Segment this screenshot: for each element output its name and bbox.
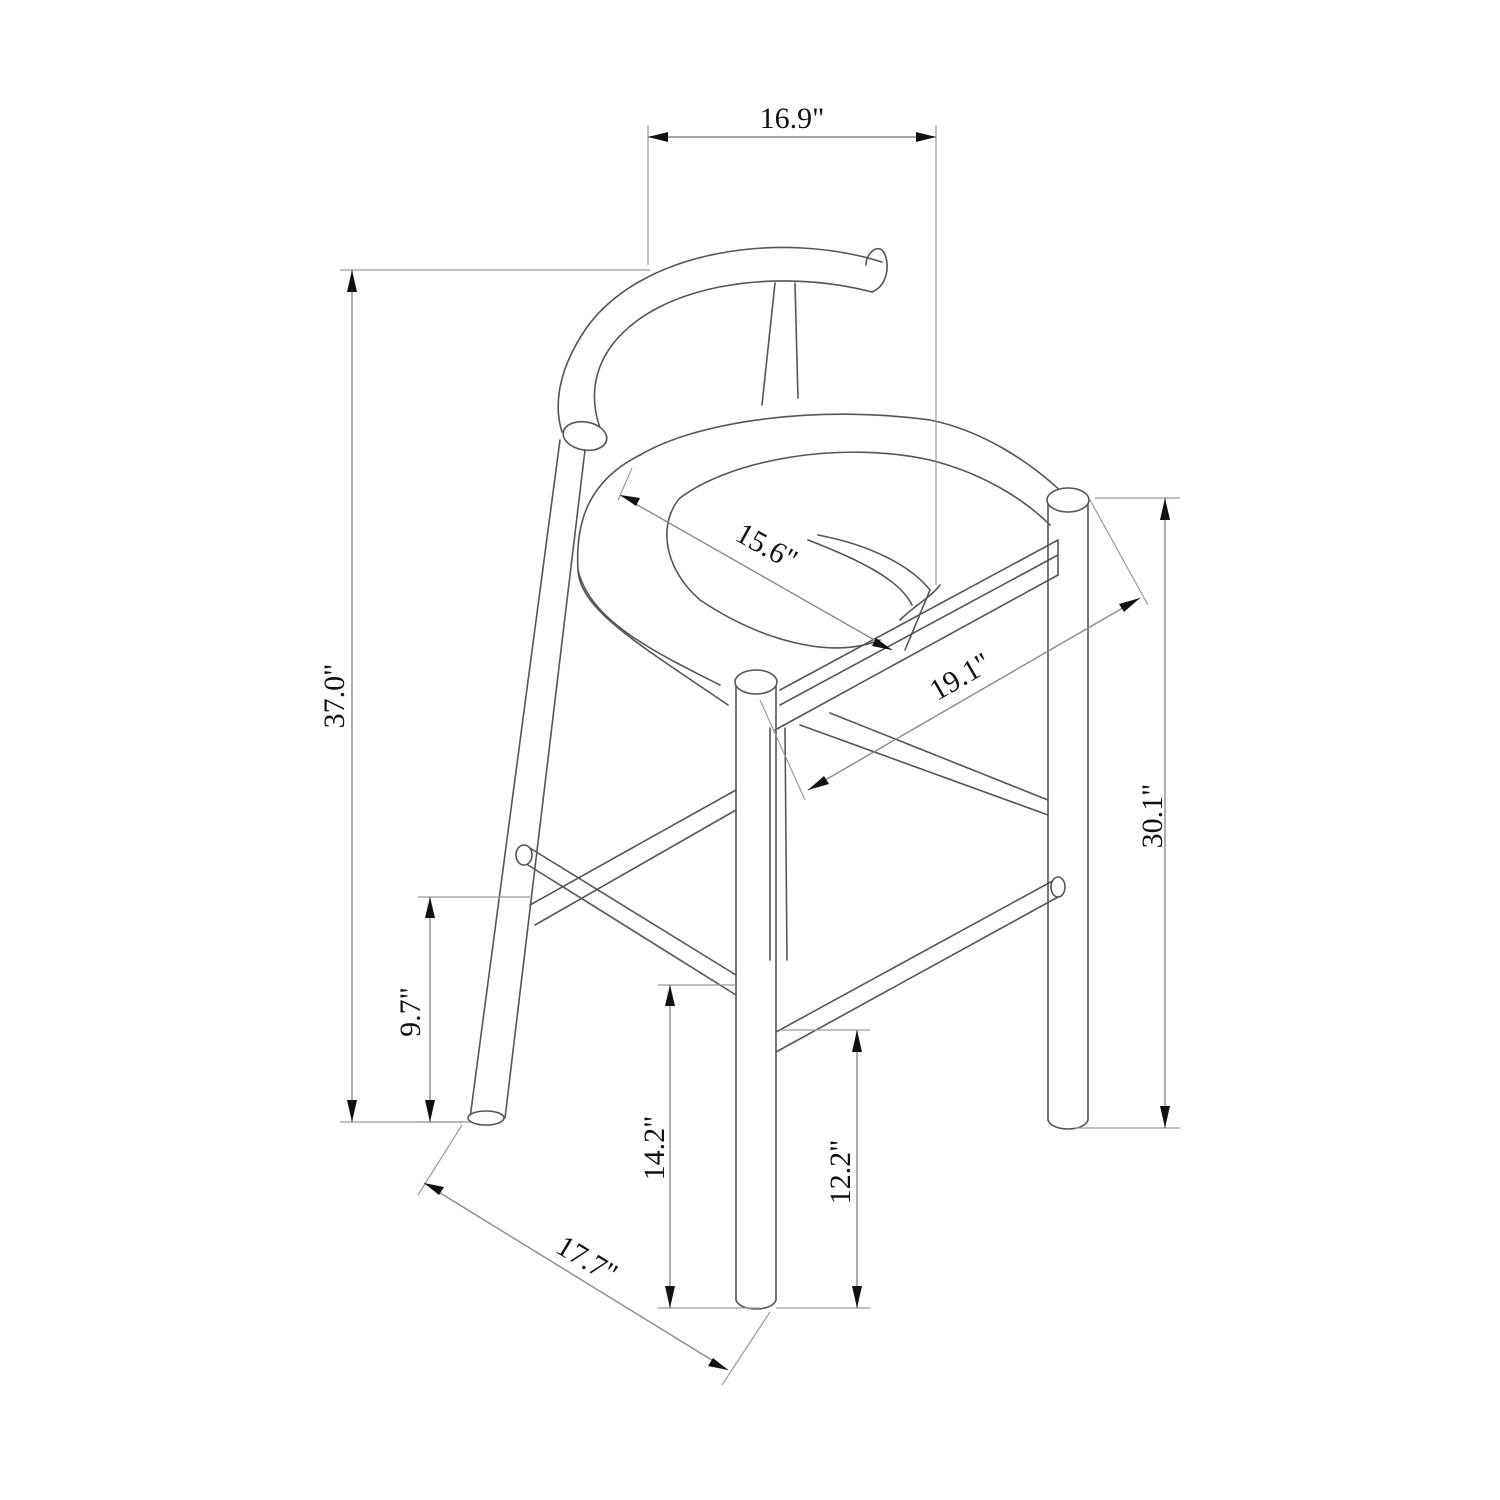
seat-inner-left (666, 497, 881, 649)
footrest-front-bot (775, 896, 1059, 1053)
seat-inner (679, 451, 1051, 526)
front-left-foot (735, 1299, 777, 1310)
front-left-leg (735, 681, 777, 1301)
front-right-leg-top (1046, 487, 1090, 513)
label-overall-height: 37.0" (318, 664, 351, 729)
seat-front-left (577, 569, 729, 706)
dimension-labels: 16.9" 37.0" 15.6" 19.1" 30.1" 9.7" 14.2"… (318, 102, 1169, 1291)
footrest-left-end (515, 844, 533, 866)
rear-left-leg (469, 439, 586, 1119)
label-seat-height: 30.1" (1136, 784, 1169, 849)
label-seat-width: 19.1" (924, 646, 997, 707)
backrest-left-end (562, 420, 608, 452)
footrest-left-top (524, 844, 737, 976)
seat-dip (899, 584, 941, 651)
front-left-leg-top (734, 669, 778, 695)
front-right-foot (1047, 1119, 1089, 1130)
label-base-depth: 17.7" (551, 1229, 623, 1291)
dimensions (340, 125, 1180, 1386)
front-right-leg (1047, 499, 1089, 1121)
stretcher-right-b (829, 712, 1049, 801)
label-side-footrest-height: 12.2" (824, 1140, 857, 1205)
seat-ridge (807, 534, 931, 606)
seat-outer (639, 413, 1071, 501)
label-front-footrest-height: 14.2" (638, 1116, 671, 1181)
rear-inner-leg (769, 727, 788, 961)
backrest-inner (593, 280, 873, 429)
footrest-front-end (1050, 876, 1066, 898)
footrest-front-top (775, 877, 1059, 1033)
stretcher-left-a (529, 789, 737, 906)
seat-front-rail-mid (779, 554, 1059, 706)
label-rear-footrest-height: 9.7" (394, 987, 427, 1037)
stretcher-left-b (534, 809, 737, 926)
backrest-outer (557, 246, 883, 433)
label-back-width: 16.9" (760, 102, 825, 135)
stretcher-right-a (799, 724, 1049, 816)
back-spindle (761, 282, 799, 406)
footrest-left-bot (527, 864, 737, 996)
backrest-end-cap (865, 247, 888, 293)
seat-front-rail-bot (774, 574, 1059, 731)
stool-drawing (467, 246, 1090, 1310)
rear-left-foot (467, 1110, 505, 1126)
label-seat-depth: 15.6" (730, 517, 803, 577)
